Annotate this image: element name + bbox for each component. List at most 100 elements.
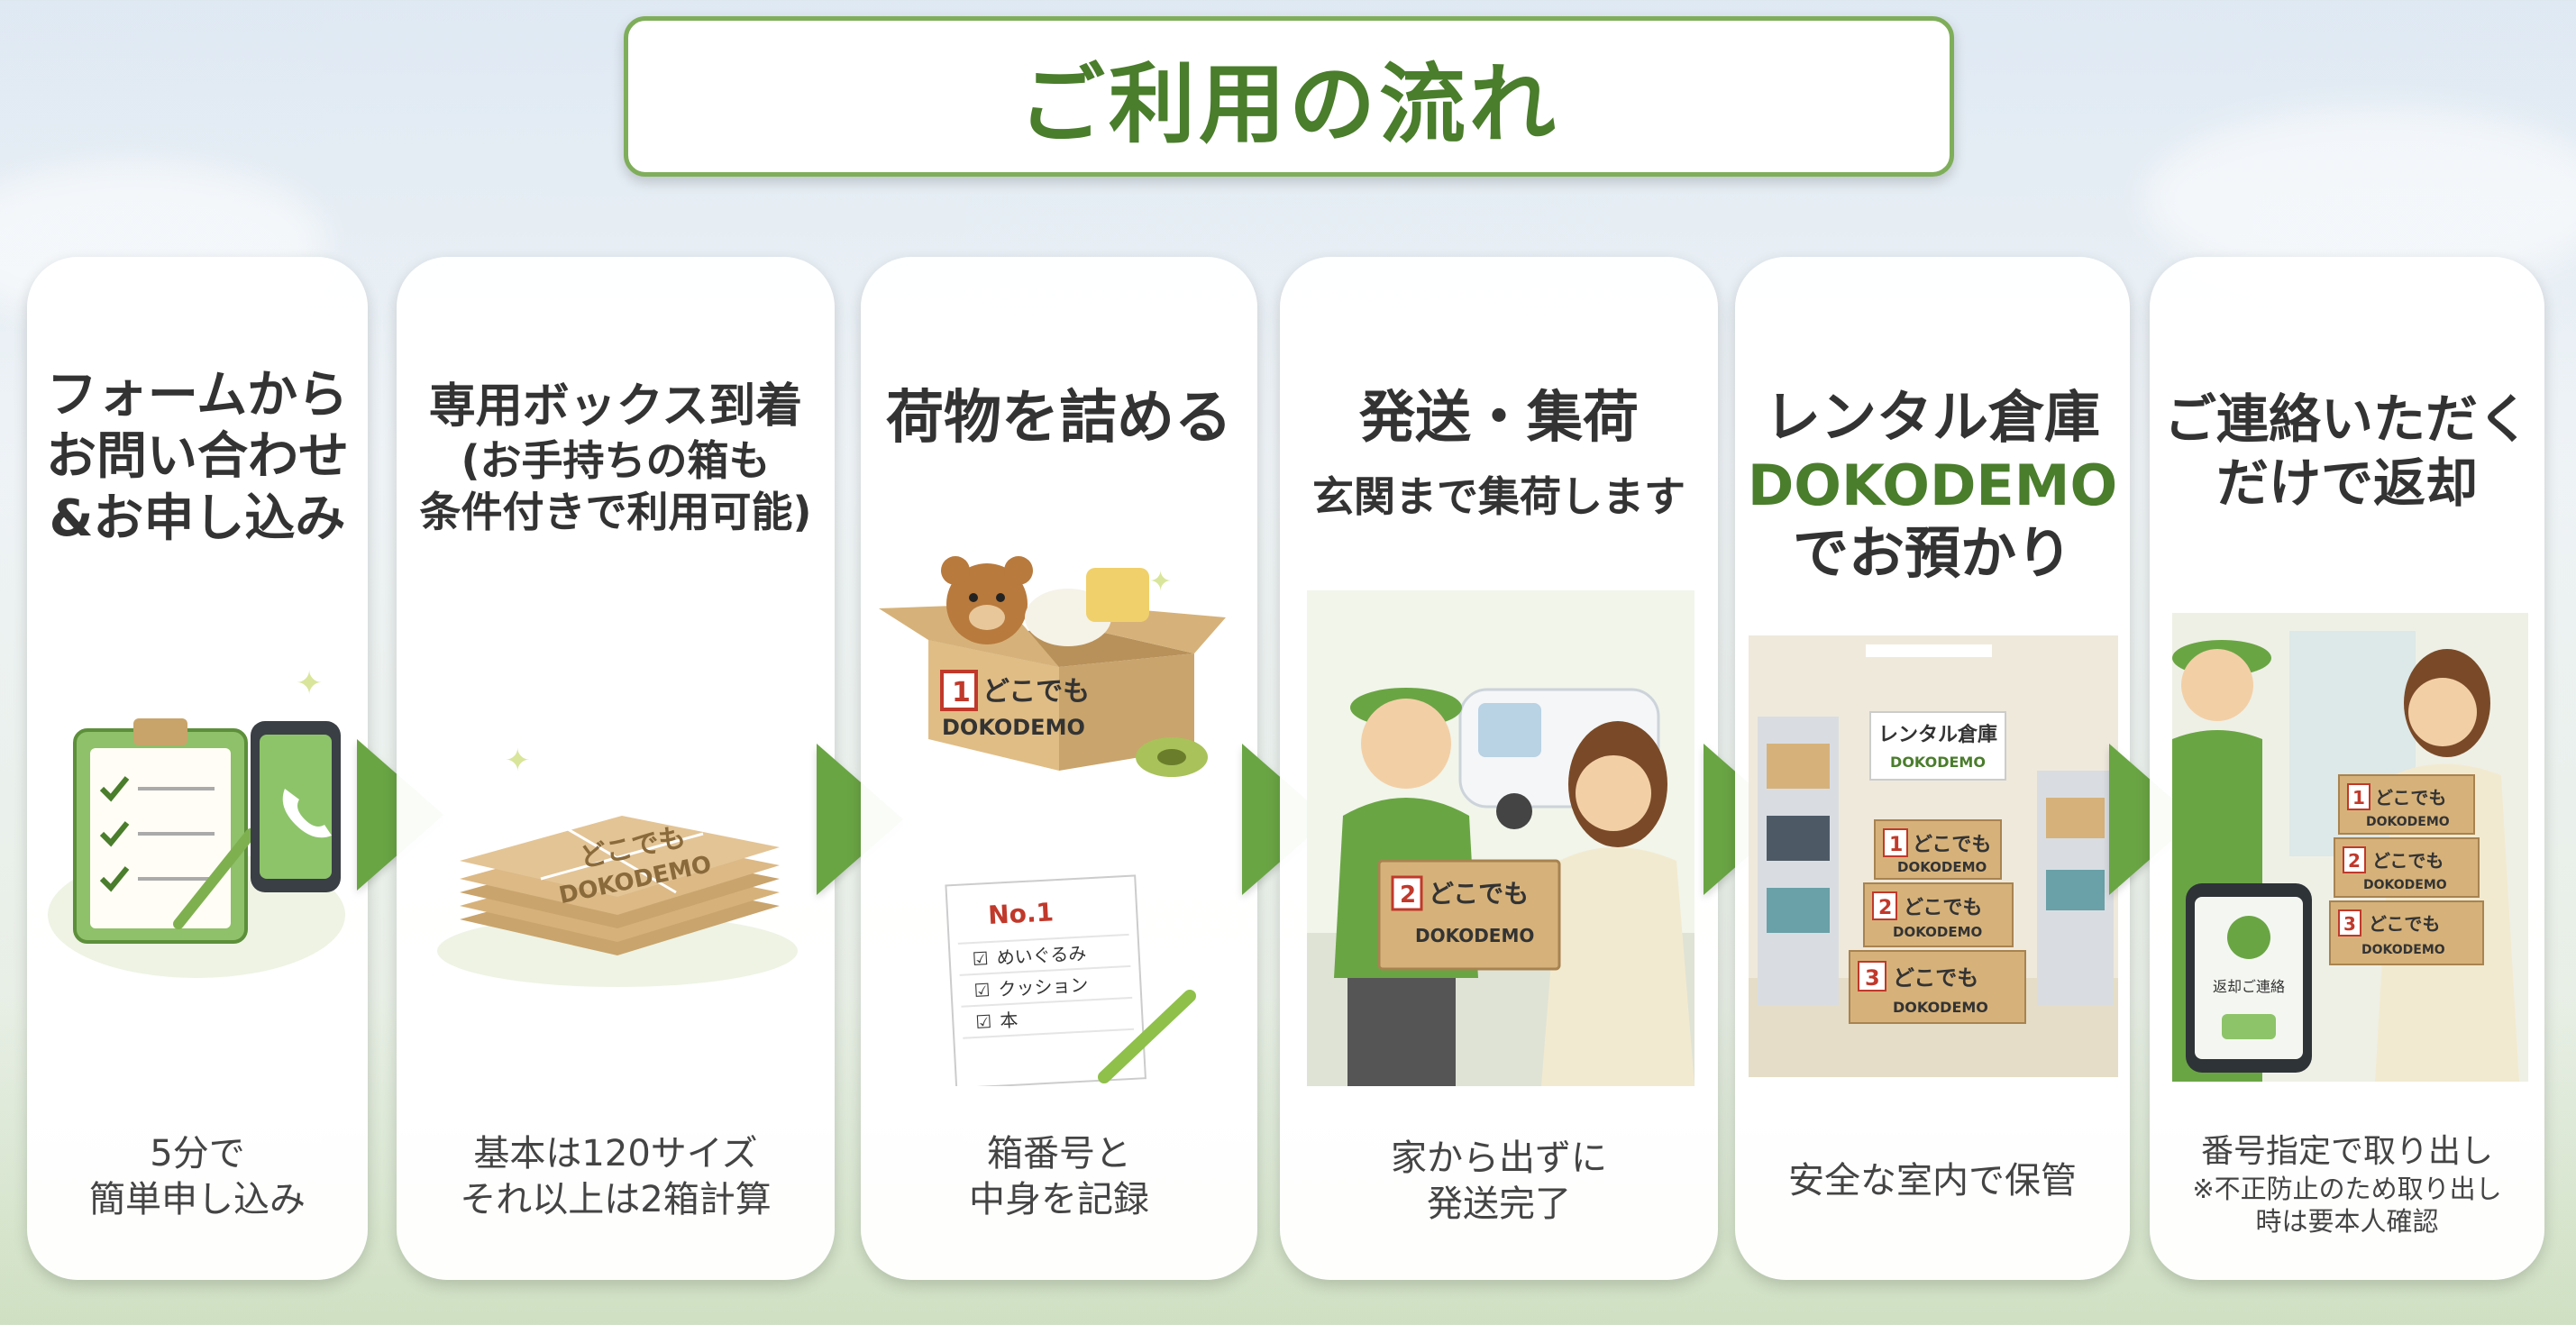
svg-text:☑: ☑ bbox=[972, 947, 989, 970]
teddy-bear-icon bbox=[941, 556, 1033, 644]
box-label: どこでも bbox=[2372, 850, 2444, 872]
return-scene-illustration: 返却ご連絡 1 どこでも DOKODEMO 2 どこでも DOKODEMO 3 … bbox=[2172, 613, 2528, 1082]
caption-line: 簡単申し込み bbox=[89, 1179, 306, 1221]
svg-text:☑: ☑ bbox=[973, 979, 991, 1001]
shelf-left-icon bbox=[1758, 717, 1839, 1005]
caption-line: 基本は120サイズ bbox=[473, 1133, 758, 1174]
heading-line: 条件付きで利用可能) bbox=[419, 487, 812, 536]
box-number: 2 bbox=[1400, 882, 1416, 909]
page-title-box: ご利用の流れ bbox=[624, 16, 1954, 177]
caption-line: 番号指定で取り出し bbox=[2200, 1133, 2493, 1170]
box-brand: DOKODEMO bbox=[2363, 878, 2447, 892]
box-number: 1 bbox=[1889, 834, 1903, 856]
step-card-box-arrival: 専用ボックス到着 (お手持ちの箱も 条件付きで利用可能) どこでも DOKODE… bbox=[397, 257, 835, 1280]
heading-line: だけで返却 bbox=[2215, 452, 2478, 514]
step-heading: ご連絡いただく だけで返却 bbox=[2150, 388, 2544, 516]
note-item: めいぐるみ bbox=[996, 942, 1087, 968]
stacked-boxes-icon bbox=[1849, 819, 2026, 1024]
note-item: 本 bbox=[1000, 1010, 1019, 1032]
page-title: ご利用の流れ bbox=[1019, 53, 1559, 155]
box-brand: DOKODEMO bbox=[1893, 999, 1988, 1016]
caption-line: 安全な室内で保管 bbox=[1788, 1160, 2077, 1202]
warehouse-sign-icon bbox=[1869, 711, 2006, 781]
step-heading: レンタル倉庫 DOKODEMO でお預かり bbox=[1735, 383, 2130, 588]
box-number: 3 bbox=[2343, 913, 2356, 935]
smartphone-return-icon bbox=[2186, 883, 2312, 1073]
phone-screen-text: 返却ご連絡 bbox=[2213, 978, 2285, 995]
box-brand: DOKODEMO bbox=[942, 715, 1085, 740]
box-label: どこでも bbox=[1893, 965, 1978, 991]
heading-line: レンタル倉庫 bbox=[1764, 384, 2100, 450]
stacked-flat-boxes-icon bbox=[460, 816, 780, 955]
box-number: 2 bbox=[1878, 897, 1892, 919]
svg-text:✦: ✦ bbox=[505, 743, 531, 779]
tape-roll-icon bbox=[1136, 737, 1208, 777]
step-caption: 家から出ずに 発送完了 bbox=[1280, 1136, 1718, 1228]
svg-text:☑: ☑ bbox=[975, 1010, 992, 1033]
warehouse-illustration: レンタル倉庫 DOKODEMO 1 どこでも DOKODEMO 2 どこでも D… bbox=[1749, 635, 2118, 1077]
box-label: どこでも bbox=[1913, 834, 1991, 856]
returned-boxes-icon bbox=[2329, 774, 2484, 965]
note-title: No.1 bbox=[987, 897, 1054, 930]
heading-line: &お申し込み bbox=[49, 489, 346, 548]
pen-icon bbox=[1098, 990, 1196, 1083]
cardboard-box-icon bbox=[1377, 859, 1561, 971]
step-card-warehouse: レンタル倉庫 DOKODEMO でお預かり レンタル倉庫 DOKODEMO bbox=[1735, 257, 2130, 1280]
smartphone-call-icon bbox=[251, 721, 341, 892]
box-brand: DOKODEMO bbox=[1415, 925, 1534, 946]
box-number: 3 bbox=[1865, 965, 1880, 991]
caption-note: 時は要本人確認 bbox=[2255, 1206, 2439, 1238]
heading-line: 専用ボックス到着 bbox=[428, 379, 803, 434]
clipboard-checklist-icon bbox=[73, 718, 256, 944]
heading-line: でお預かり bbox=[1792, 520, 2072, 587]
box-brand: DOKODEMO bbox=[2366, 815, 2450, 829]
shelf-right-icon bbox=[2037, 771, 2114, 1005]
note-item: クッション bbox=[998, 973, 1089, 1000]
customer-person-icon bbox=[1541, 721, 1694, 1086]
box-label: どこでも bbox=[1429, 879, 1529, 909]
caption-line: 箱番号と bbox=[987, 1133, 1131, 1174]
contents-note-illustration: No.1 ☑ めいぐるみ ☑ クッション ☑ 本 bbox=[945, 874, 1196, 1086]
step-caption: 箱番号と 中身を記録 bbox=[861, 1131, 1257, 1223]
heading-line: DOKODEMO bbox=[1747, 452, 2118, 518]
caption-line: それ以上は2箱計算 bbox=[460, 1179, 772, 1221]
step-caption: 5分で 簡単申し込み bbox=[27, 1131, 368, 1223]
step-subheading: 玄関まで集荷します bbox=[1312, 472, 1685, 521]
caption-line: 中身を記録 bbox=[969, 1179, 1149, 1221]
cushion-icon bbox=[1025, 568, 1149, 646]
caption-line: 家から出ずに bbox=[1391, 1138, 1607, 1179]
svg-text:✦: ✦ bbox=[1149, 566, 1172, 598]
step-card-return: ご連絡いただく だけで返却 返却ご連絡 bbox=[2150, 257, 2544, 1280]
box-brand: DOKODEMO bbox=[1893, 924, 1982, 940]
svg-text:✦: ✦ bbox=[296, 665, 323, 702]
caption-note: ※不正防止のため取り出し bbox=[2192, 1174, 2502, 1205]
form-illustration: ✦ bbox=[48, 665, 345, 978]
box-label: どこでも bbox=[2375, 787, 2446, 809]
box-number: 1 bbox=[952, 677, 971, 708]
step-heading: 発送・集荷 bbox=[1280, 383, 1718, 452]
box-label: どこでも bbox=[1904, 897, 1982, 919]
heading-line: ご連絡いただく bbox=[2163, 388, 2530, 450]
step-card-pack: 荷物を詰める 1 どこでも DOKODEMO ✦ bbox=[861, 257, 1257, 1280]
step-caption: 安全な室内で保管 bbox=[1735, 1158, 2130, 1204]
heading-line: フォームから bbox=[46, 366, 349, 425]
heading-line: (お手持ちの箱も bbox=[461, 436, 771, 486]
heading-line: お問い合わせ bbox=[46, 427, 349, 487]
box-label: どこでも bbox=[2369, 913, 2440, 935]
caption-line: 発送完了 bbox=[1427, 1183, 1571, 1226]
packing-box-illustration: 1 どこでも DOKODEMO ✦ bbox=[879, 556, 1226, 777]
step-caption: 番号指定で取り出し ※不正防止のため取り出し 時は要本人確認 bbox=[2150, 1131, 2544, 1238]
box-number: 2 bbox=[2348, 850, 2361, 872]
box-brand: DOKODEMO bbox=[2361, 943, 2445, 957]
box-label: どこでも bbox=[982, 676, 1090, 708]
box-brand: DOKODEMO bbox=[1897, 859, 1987, 875]
step-heading: 専用ボックス到着 (お手持ちの箱も 条件付きで利用可能) bbox=[397, 379, 835, 537]
step-heading: 荷物を詰める bbox=[861, 383, 1257, 453]
flat-boxes-illustration: どこでも DOKODEMO ✦ bbox=[437, 743, 798, 987]
caption-line: 5分で bbox=[150, 1133, 245, 1174]
step-card-form: フォームから お問い合わせ &お申し込み ✦ 5分で 簡単申し込み bbox=[27, 257, 368, 1280]
step-heading: フォームから お問い合わせ &お申し込み bbox=[27, 365, 368, 550]
box-number: 1 bbox=[2352, 787, 2365, 809]
heading-line: 発送・集荷 bbox=[1358, 384, 1639, 450]
heading-line: 荷物を詰める bbox=[886, 385, 1232, 452]
